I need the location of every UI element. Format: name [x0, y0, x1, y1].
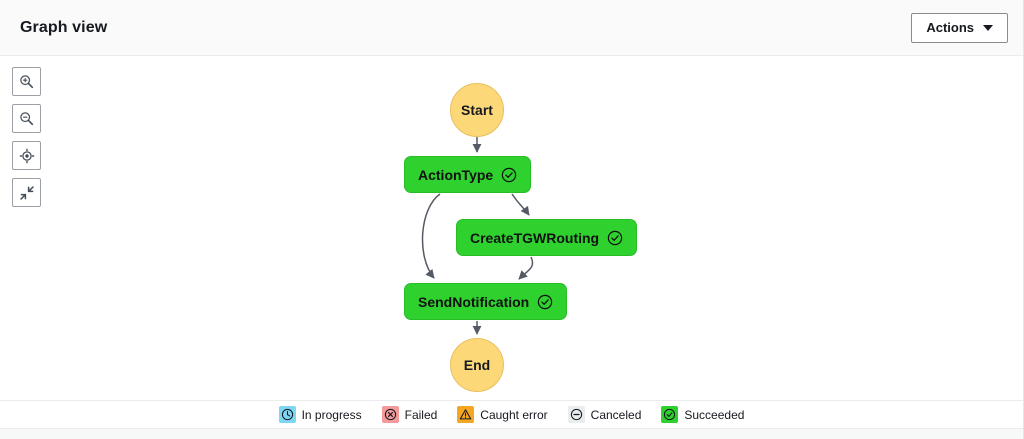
- graph-node-createtgwrouting[interactable]: CreateTGWRouting: [456, 219, 638, 256]
- graph-node-label: ActionType: [418, 166, 494, 183]
- chevron-down-icon: [983, 24, 993, 31]
- check-circle-icon: [607, 230, 623, 245]
- warning-triangle-icon: [460, 409, 472, 420]
- graph-node-label: End: [463, 357, 491, 373]
- minus-circle-icon: [570, 408, 582, 421]
- edge-actiontype-createtgwrouting: [511, 193, 530, 216]
- legend-swatch-caught-error: [457, 406, 475, 423]
- graph-node-end[interactable]: End: [450, 338, 504, 392]
- graph-node-actiontype[interactable]: ActionType: [404, 156, 532, 193]
- edge-createtgwrouting-sendnotification: [518, 256, 534, 280]
- graph-node-label: Start: [461, 102, 493, 118]
- actions-button-label: Actions: [926, 20, 974, 35]
- center-graph-button[interactable]: [12, 141, 41, 170]
- page-title: Graph view: [20, 18, 108, 36]
- legend-label: Failed: [404, 407, 438, 422]
- check-circle-icon: [538, 294, 553, 309]
- fullscreen-button[interactable]: [12, 178, 41, 207]
- graph-node-label: SendNotification: [418, 293, 530, 310]
- zoom-out-icon: [20, 112, 34, 126]
- legend-item-failed: Failed: [381, 406, 438, 423]
- zoom-out-button[interactable]: [12, 104, 41, 133]
- panel-header: Graph view Actions: [0, 0, 1023, 56]
- graph-node-sendnotification[interactable]: SendNotification: [404, 283, 568, 320]
- graph-node-label: CreateTGWRouting: [470, 229, 600, 246]
- legend-divider: [0, 400, 1023, 401]
- edge-actiontype-sendnotification: [421, 193, 441, 279]
- legend-swatch-succeeded: [661, 406, 679, 423]
- legend-label: Succeeded: [684, 407, 745, 422]
- clock-icon: [281, 408, 293, 421]
- zoom-in-icon: [20, 75, 34, 89]
- check-circle-icon: [502, 167, 517, 182]
- legend-item-in-progress: In progress: [278, 406, 362, 423]
- zoom-in-button[interactable]: [12, 67, 41, 96]
- target-center-icon: [19, 148, 34, 163]
- legend-label: Caught error: [480, 407, 548, 422]
- actions-button[interactable]: Actions: [911, 12, 1008, 43]
- legend-swatch-canceled: [567, 406, 585, 423]
- legend-label: In progress: [301, 407, 362, 422]
- graph-node-start[interactable]: Start: [450, 83, 504, 137]
- legend-swatch-in-progress: [278, 406, 296, 423]
- legend-label: Canceled: [590, 407, 642, 422]
- legend-swatch-failed: [381, 406, 399, 423]
- legend-item-canceled: Canceled: [567, 406, 642, 423]
- legend-item-caught-error: Caught error: [457, 406, 548, 423]
- graph-canvas[interactable]: Start ActionType CreateTGWRouting SendNo…: [0, 56, 1023, 400]
- status-legend: In progress Failed Caught error: [0, 401, 1023, 428]
- check-circle-icon: [664, 408, 676, 421]
- fullscreen-expand-icon: [19, 185, 34, 200]
- state-machine-graph: Start ActionType CreateTGWRouting SendNo…: [0, 56, 1023, 400]
- panel-footer-band: [0, 428, 1023, 439]
- graph-toolbar: [12, 67, 41, 207]
- x-circle-icon: [384, 408, 396, 421]
- legend-item-succeeded: Succeeded: [661, 406, 744, 423]
